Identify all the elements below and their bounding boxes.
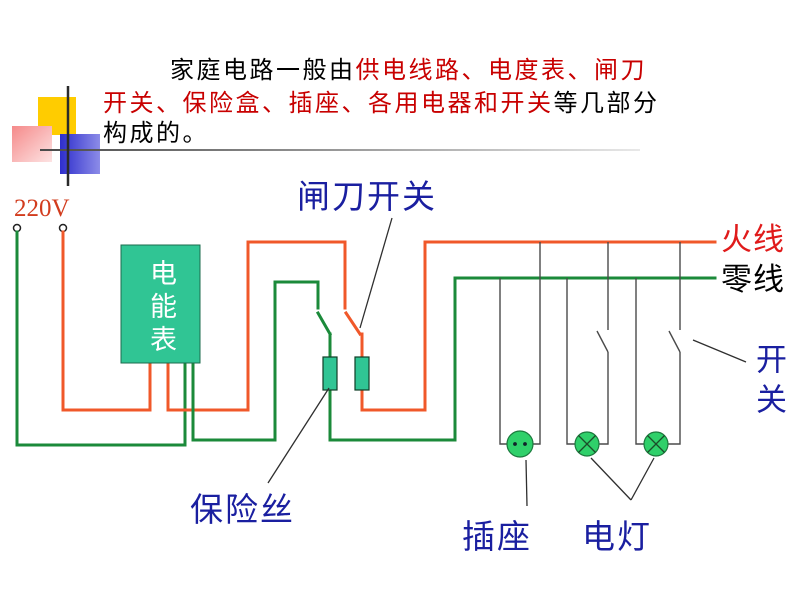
knife-switch-live-blade [343,310,363,337]
neutral-wire-label: 零线 [721,262,785,298]
decor-pink-square [12,126,52,162]
lamp-1 [574,431,600,457]
intro-line-3: 构成的。 [103,118,209,148]
lamp-1-switch-blade [596,330,609,353]
supply-live-wire [61,230,152,412]
circuit [12,223,717,458]
switch-label: 开关 [750,343,786,423]
intro-line-1-highlight: 供电线路、电度表、闸刀 [355,56,647,84]
lamp-1-cross-mark [578,435,596,453]
lamp-label: 电灯 [582,517,652,556]
fuse-label: 保险丝 [190,490,295,529]
lamp-2-cross-mark [647,435,665,453]
socket-hole-left [513,442,517,446]
socket [506,430,534,458]
lamp-2-callout-line [630,457,655,501]
voltage-label: 220V [14,195,70,222]
intro-line-3-plain: 构成的。 [103,119,209,147]
socket-body [506,430,534,458]
supply-terminal-neutral [12,223,22,233]
lamp-2 [643,431,669,457]
lamp-1-live-branch-lower [599,352,609,445]
switch-callout-line [692,339,747,363]
live-main-wire [360,240,717,412]
fuse-neutral [322,356,338,391]
lamp-1-neutral-branch [566,278,575,445]
decor-blue-square [60,134,100,174]
intro-line-1-plain: 家庭电路一般由 [170,56,356,84]
lamp-2-live-branch-lower [668,352,681,445]
knife-switch-neutral-blade [315,310,333,337]
supply-neutral-wire [15,230,187,447]
neutral-main-wire [328,276,717,442]
socket-callout-line [525,459,528,507]
title-decoration [12,86,640,186]
live-wire-label: 火线 [721,222,785,258]
lamp-1-callout-line [590,457,632,501]
socket-live-branch [533,242,541,445]
knife-switch-label: 闸刀开关 [297,177,437,216]
intro-line-2: 开关、保险盒、插座、各用电器和开关等几部分 [103,88,660,118]
intro-line-2-highlight: 开关、保险盒、插座、各用电器和开关 [103,89,554,117]
fuse-live [354,356,370,391]
lamp-2-switch-blade [668,330,681,353]
decor-horizontal-rule [40,149,640,151]
socket-neutral-branch [499,278,507,445]
supply-terminal-live [58,223,68,233]
energy-meter [120,244,201,364]
intro-line-2-plain: 等几部分 [553,89,660,117]
meter-neutral-out-wire [191,280,320,442]
socket-hole-right [523,442,527,446]
energy-meter-label: 电能表 [145,259,176,358]
intro-line-1: 家庭电路一般由供电线路、电度表、闸刀 [170,55,647,85]
meter-live-out-wire [166,240,347,412]
lamp-2-neutral-branch [635,278,644,445]
knife-switch-callout-line [359,217,393,329]
fuse-callout-line [267,387,330,484]
socket-label: 插座 [462,517,532,556]
callout-lines [267,217,747,507]
